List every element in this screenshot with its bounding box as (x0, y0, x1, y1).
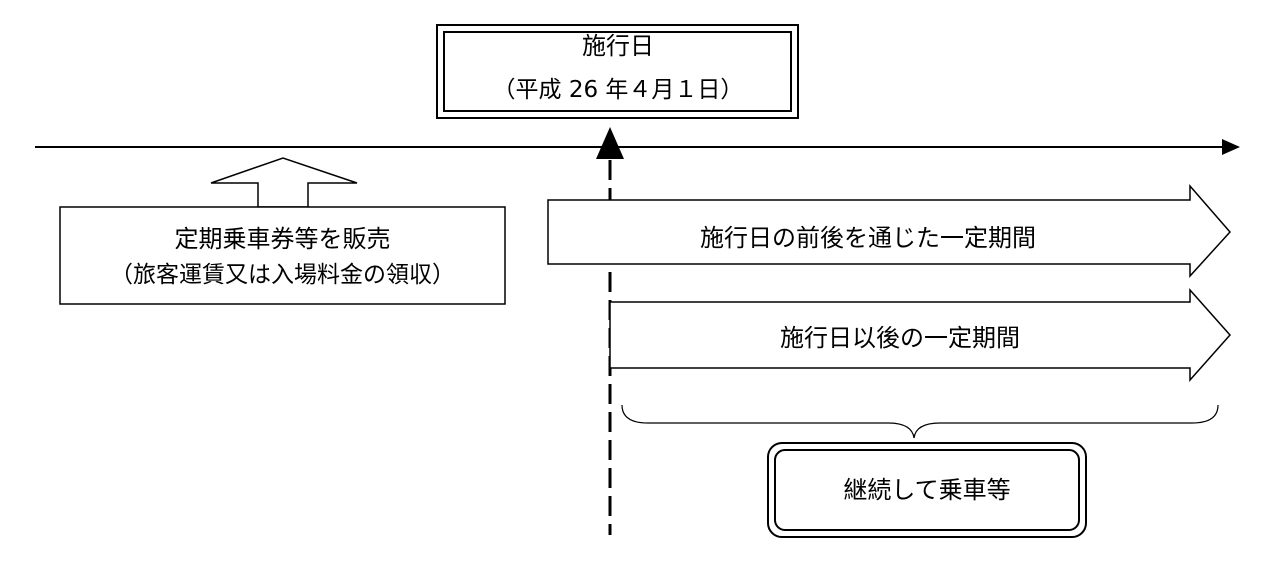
sale-box (59, 206, 506, 305)
period-arrow-after (609, 288, 1232, 382)
period-arrow-before-after (547, 183, 1232, 278)
up-arrow (210, 157, 358, 208)
effective-date-box (436, 24, 799, 119)
curly-brace (621, 404, 1219, 439)
sale-box-line1: 定期乗車券等を販売 (174, 225, 391, 253)
period-before-after-label: 施行日の前後を通じた一定期間 (700, 224, 1036, 252)
timeline-axis (35, 139, 1240, 155)
effective-date-value: （平成 26 年４月１日） (492, 77, 744, 103)
period-after-label: 施行日以後の一定期間 (780, 324, 1020, 352)
continuation-box (767, 442, 1087, 538)
effective-date-title: 施行日 (582, 32, 654, 60)
sale-box-line2: （旅客運賃又は入場料金の領収） (110, 262, 455, 288)
continuation-label: 継続して乗車等 (843, 476, 1011, 504)
